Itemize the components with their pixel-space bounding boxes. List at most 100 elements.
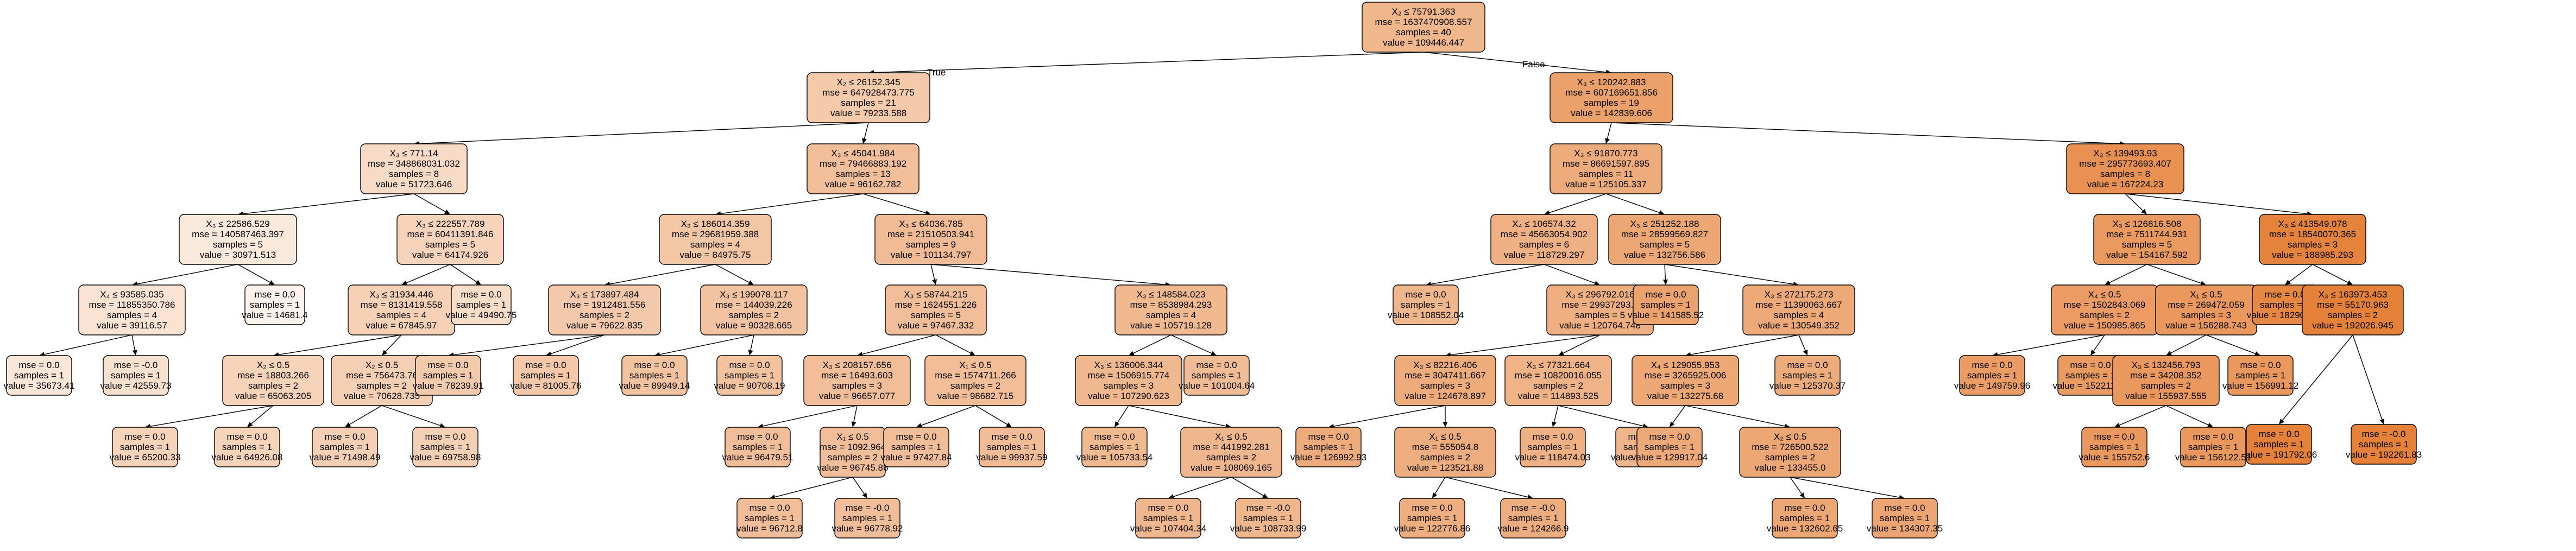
node-line: X₄ ≤ 129055.953	[1651, 360, 1720, 370]
node-line: samples = 2	[2328, 310, 2378, 320]
tree-edge	[864, 122, 869, 139]
node-box	[1490, 214, 1598, 265]
node-line: value = 109446.447	[1383, 37, 1464, 48]
node-box	[1632, 355, 1739, 406]
node-line: mse = 0.0	[1787, 360, 1828, 370]
node-line: samples = 4	[376, 310, 426, 320]
node-line: mse = 21510503.941	[887, 229, 974, 239]
arrow-head-icon	[925, 210, 931, 216]
node-line: mse = 0.0	[1784, 503, 1825, 513]
node-line: mse = 0.0	[1148, 503, 1188, 513]
node-line: mse = 0.0	[1884, 503, 1925, 513]
node-line: X₂ ≤ 75791.363	[1391, 7, 1455, 17]
node-line: mse = 0.0	[1412, 503, 1452, 513]
node-line: samples = 1	[250, 300, 300, 310]
arrow-head-icon	[2141, 208, 2147, 214]
node-line: X₃ ≤ 77321.664	[1526, 360, 1590, 370]
node-line: samples = 2	[729, 310, 779, 320]
node-line: value = 125105.337	[1565, 179, 1647, 189]
node-line: value = 42559.73	[100, 381, 172, 391]
arrow-head-icon	[2254, 351, 2260, 356]
node-line: value = 133455.0	[1755, 463, 1826, 473]
tree-edge	[1690, 334, 1799, 355]
node-line: samples = 1	[1143, 513, 1193, 523]
node-line: mse = 140587463.397	[192, 229, 284, 239]
arrow-head-icon	[1552, 421, 1557, 427]
node-line: samples = 3	[2288, 239, 2338, 250]
tree-edge	[1685, 405, 1785, 427]
node-line: samples = 2	[357, 381, 407, 391]
node-line: value = 149759.96	[1954, 381, 2030, 391]
node-line: samples = 1	[1089, 442, 1139, 452]
node-line: mse = 0.0	[1972, 360, 2012, 370]
node-line: mse = 0.0	[634, 360, 675, 370]
node-line: value = 108552.04	[1388, 310, 1464, 320]
node-line: value = 152211.77	[2052, 381, 2128, 391]
node-line: mse = 8538984.293	[1130, 300, 1212, 310]
node-box	[716, 355, 783, 396]
node-line: mse = 0.0	[991, 432, 1032, 442]
node-line: mse = 0.0	[1645, 289, 1686, 300]
node-line: samples = 1	[1407, 513, 1457, 523]
tree-edge	[1173, 477, 1232, 497]
tree-edge	[862, 193, 926, 213]
arrow-head-icon	[1114, 421, 1120, 427]
node-line: mse = -0.0	[114, 360, 158, 370]
tree-edge	[930, 264, 935, 280]
node-box	[2081, 427, 2147, 467]
arrow-head-icon	[2166, 351, 2172, 356]
node-line: X₃ ≤ 413549.078	[2278, 219, 2347, 229]
tree-edge	[2146, 264, 2201, 284]
arrow-head-icon	[862, 138, 867, 144]
node-line: mse = 0.0	[1532, 432, 1573, 442]
node-box	[179, 214, 297, 265]
node-line: samples = 2	[1765, 452, 1815, 463]
tree-edge	[2119, 405, 2166, 426]
node-box	[1235, 498, 1301, 539]
arrow-head-icon	[247, 422, 253, 427]
node-line: mse = 0.0	[461, 289, 501, 300]
tree-edge	[2352, 334, 2383, 420]
node-line: value = 98682.715	[937, 391, 1013, 401]
node-box	[1550, 72, 1673, 123]
node-line: value = 96162.782	[825, 179, 901, 189]
node-line: X₃ ≤ 272175.273	[1765, 289, 1834, 300]
tree-edge	[2125, 193, 2144, 211]
node-line: mse = 8131419.558	[361, 300, 443, 310]
node-line: value = 97427.84	[881, 452, 952, 463]
node-line: value = 142839.606	[1571, 108, 1652, 118]
arrow-head-icon	[2379, 419, 2384, 425]
tree-edge	[853, 405, 858, 422]
node-line: samples = 3	[2181, 310, 2231, 320]
tree-edge	[237, 264, 270, 283]
tree-edge	[1790, 477, 1900, 498]
tree-edge	[349, 405, 382, 425]
node-line: X₃ ≤ 173897.484	[570, 289, 639, 300]
node-line: value = 120764.748	[1559, 320, 1641, 331]
node-line: samples = 1	[1967, 370, 2017, 381]
node-box	[1772, 498, 1838, 539]
node-line: X₄ ≤ 0.5	[2088, 289, 2121, 300]
node-line: X₃ ≤ 163973.453	[2319, 289, 2388, 300]
tree-edge	[1605, 193, 1660, 213]
arrow-head-icon	[132, 350, 137, 356]
node-line: mse = 295773693.407	[2079, 159, 2171, 169]
node-box	[2180, 427, 2246, 467]
